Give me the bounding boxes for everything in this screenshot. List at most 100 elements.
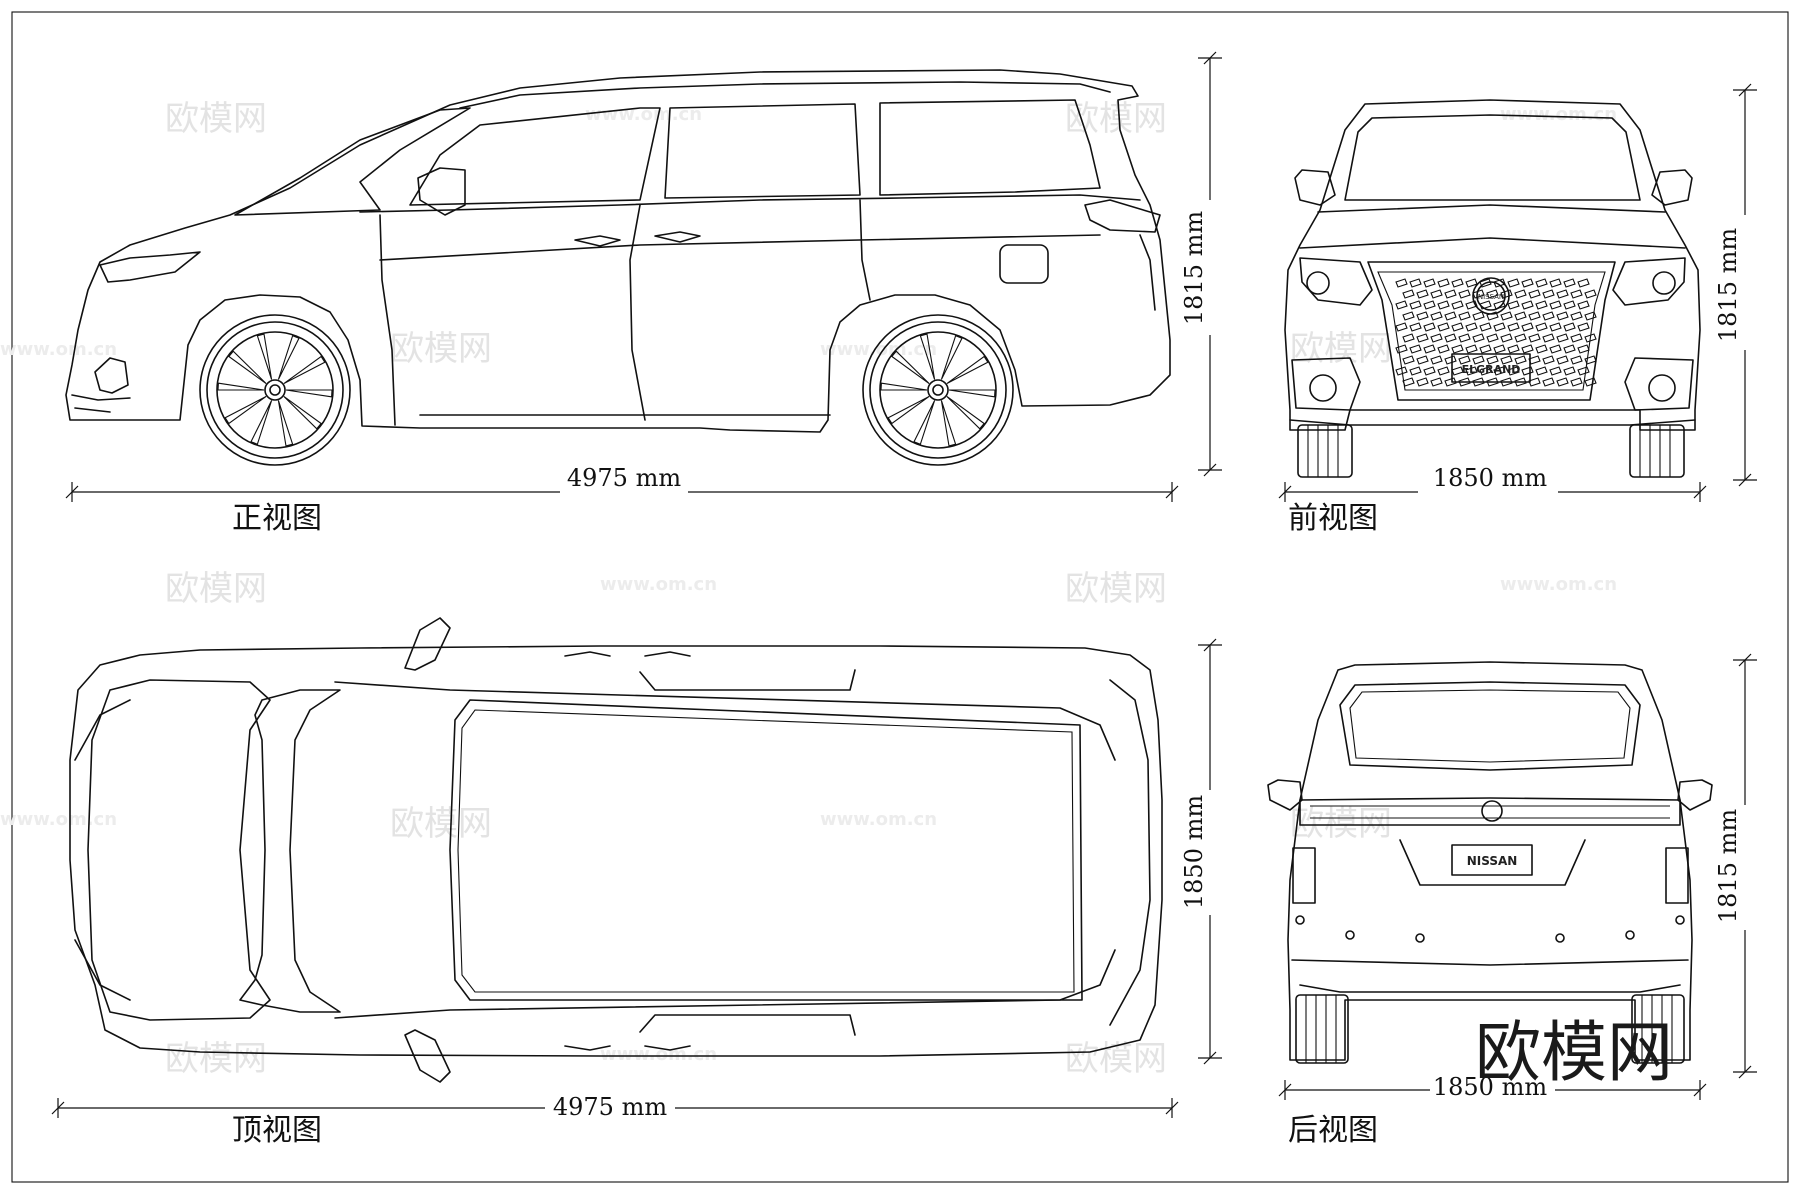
front-right-fog-lamp: [1648, 374, 1676, 402]
grille-cell: [1423, 344, 1436, 354]
grille-cell: [1514, 355, 1527, 365]
watermark-layer: 欧模网 欧模网 www.om.cn www.om.cn 欧模网 欧模网 www.…: [0, 99, 1617, 1079]
watermark-url: www.om.cn: [600, 574, 717, 595]
grille-cell: [1486, 377, 1499, 387]
watermark-logo: 欧模网: [390, 329, 492, 369]
grille-cell: [1577, 300, 1590, 310]
side-length-label: 4975 mm: [567, 464, 681, 492]
rear-sensor: [1345, 930, 1355, 940]
grille-cell: [1542, 355, 1555, 365]
grille-cell: [1577, 278, 1590, 288]
grille-cell: [1465, 322, 1478, 332]
grille-cell: [1479, 300, 1492, 310]
front-width-label: 1850 mm: [1433, 464, 1547, 492]
grille-cell: [1479, 366, 1492, 376]
watermark-url: www.om.cn: [0, 339, 117, 360]
wheel-spoke: [283, 355, 326, 385]
grille-cell: [1507, 322, 1520, 332]
grille-cell: [1465, 366, 1478, 376]
grille-cell: [1563, 344, 1576, 354]
top-windshield: [239, 689, 341, 1013]
watermark-url: www.om.cn: [820, 809, 937, 830]
side-middle-window: [664, 103, 861, 199]
rear-view-title: 后视图: [1288, 1113, 1378, 1148]
front-badge-text: NISSAN: [1478, 293, 1504, 301]
rear-right-tail-lamp: [1665, 847, 1689, 904]
grille-cell: [1535, 300, 1548, 310]
grille-cell: [1402, 333, 1415, 343]
watermark-url: www.om.cn: [585, 104, 702, 125]
grille-cell: [1430, 333, 1443, 343]
grille-cell: [1542, 289, 1555, 299]
grille-cell: [1486, 333, 1499, 343]
side-fog-lamp: [94, 357, 129, 394]
grille-cell: [1528, 311, 1541, 321]
side-front-window: [409, 107, 661, 206]
grille-cell: [1395, 322, 1408, 332]
top-width-label: 1850 mm: [1180, 795, 1208, 909]
grille-cell: [1493, 344, 1506, 354]
grille-cell: [1556, 311, 1569, 321]
grille-cell: [1458, 289, 1471, 299]
front-left-headlight-lens: [1306, 271, 1330, 295]
grille-cell: [1577, 322, 1590, 332]
grille-cell: [1465, 344, 1478, 354]
grille-cell: [1584, 311, 1597, 321]
wheel-spoke: [250, 400, 273, 445]
side-body-outline: [65, 69, 1171, 433]
grille-cell: [1500, 377, 1513, 387]
front-plate: [1451, 353, 1531, 383]
grille-cell: [1563, 322, 1576, 332]
grille-cell: [1570, 289, 1583, 299]
rear-sensor: [1625, 930, 1635, 940]
grille-cell: [1472, 289, 1485, 299]
grille-cell: [1479, 344, 1492, 354]
grille-cell: [1500, 289, 1513, 299]
grille-cell: [1514, 333, 1527, 343]
grille-cell: [1458, 311, 1471, 321]
wheel-spoke: [880, 382, 928, 391]
watermark-logo: 欧模网: [165, 99, 267, 139]
grille-cell: [1430, 289, 1443, 299]
grille-cell: [1437, 300, 1450, 310]
rear-height-label: 1815 mm: [1714, 809, 1742, 923]
grille-cell: [1444, 333, 1457, 343]
grille-cell: [1416, 377, 1429, 387]
watermark-logo: 欧模网: [1290, 804, 1392, 844]
grille-cell: [1402, 377, 1415, 387]
rear-window: [1339, 681, 1641, 771]
grille-cell: [1577, 344, 1590, 354]
grille-cell: [1556, 377, 1569, 387]
side-length-dimension: 4975 mm: [65, 464, 1179, 502]
grille-cell: [1395, 344, 1408, 354]
grille-cell: [1437, 344, 1450, 354]
grille-cell: [1507, 278, 1520, 288]
top-roof-inner: [457, 709, 1075, 993]
grille-cell: [1500, 355, 1513, 365]
side-rear-window: [879, 99, 1101, 196]
grille-cell: [1395, 278, 1408, 288]
grille-cell: [1542, 377, 1555, 387]
grille-cell: [1402, 311, 1415, 321]
grille-cell: [1584, 289, 1597, 299]
rear-light-bar-inner: [1310, 805, 1670, 819]
side-view: 4975 mm 1815 mm 正视图: [65, 51, 1222, 536]
grille-cell: [1430, 377, 1443, 387]
side-height-label: 1815 mm: [1180, 211, 1208, 325]
grille-cell: [1570, 311, 1583, 321]
grille-cell: [1451, 278, 1464, 288]
grille-cell: [1486, 311, 1499, 321]
grille-cell: [1486, 289, 1499, 299]
watermark-logo: 欧模网: [1065, 99, 1167, 139]
watermark-url: www.om.cn: [0, 809, 117, 830]
wheel-spoke: [224, 395, 267, 425]
watermark-url: www.om.cn: [1500, 574, 1617, 595]
grille-cell: [1556, 289, 1569, 299]
rear-width-label: 1850 mm: [1433, 1073, 1547, 1101]
rear-badge: [1481, 800, 1503, 822]
watermark-url: www.om.cn: [1500, 104, 1617, 125]
grille-cell: [1549, 300, 1562, 310]
watermark-url: www.om.cn: [600, 1044, 717, 1065]
wheel-spoke: [277, 400, 294, 447]
